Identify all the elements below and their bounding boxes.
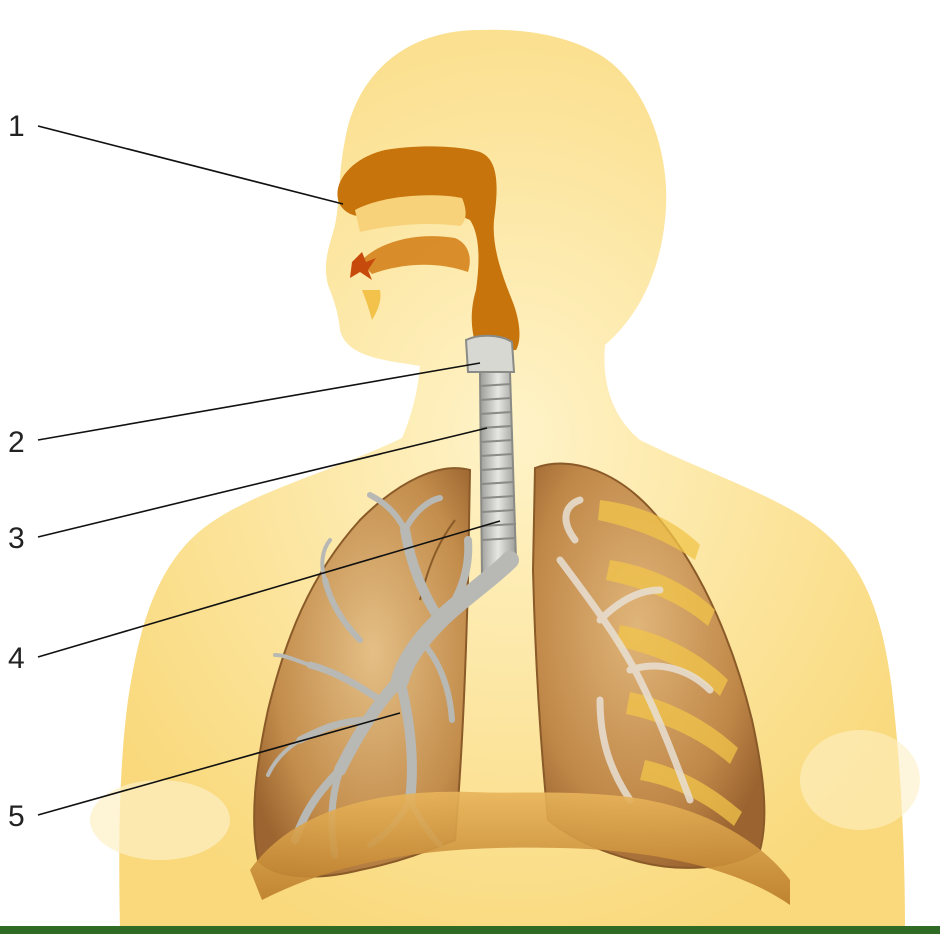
bottom-bar	[0, 926, 940, 934]
label-2: 2	[8, 426, 25, 459]
label-4: 4	[8, 642, 25, 675]
label-5: 5	[8, 800, 25, 833]
leader-line-1	[38, 126, 343, 204]
label-3: 3	[8, 522, 25, 555]
label-1: 1	[8, 110, 25, 143]
number-labels: 1 2 3 4 5	[8, 110, 25, 833]
